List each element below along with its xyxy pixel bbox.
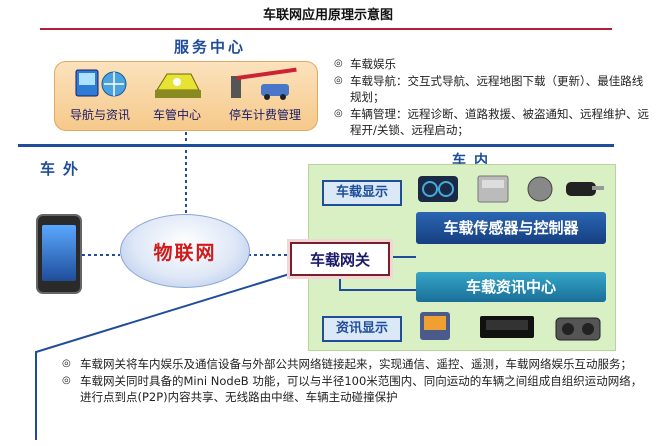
bullet-item: 车辆管理：远程诊断、道路救援、被盗通知、远程维护、远程开/关锁、远程启动； (334, 106, 654, 138)
vehicle-management-icon (155, 73, 201, 98)
note-item: 车载网关将车内娱乐及通信设备与外部公共网络链接起来，实现通信、遥控、遥测，车载网… (58, 356, 648, 372)
device-icons-top (416, 172, 606, 206)
note-item: 车载网关同时具备的Mini NodeB 功能，可以与半径100米范围内、同向运动… (58, 373, 648, 405)
sensor-controller-bar: 车载传感器与控制器 (416, 212, 606, 244)
iot-label: 物联网 (153, 241, 217, 264)
service-item-vehicle-management: 车管中心 (141, 66, 213, 123)
title-divider (40, 28, 612, 30)
bullet-item: 车载导航：交互式导航、远程地图下载（更新）、最佳路线规划； (334, 73, 654, 105)
section-divider (18, 144, 614, 147)
service-center-title: 服务中心 (173, 38, 246, 56)
service-center-box: 导航与资讯 车管中心 停车计费管理 (54, 61, 318, 131)
navigation-info-icon (75, 69, 127, 97)
dashboard-devices-icon (418, 175, 604, 203)
display-box: 车载显示 (322, 180, 402, 206)
outside-label: 车外 (40, 160, 87, 178)
media-devices-icon (420, 312, 601, 341)
phone-screen (42, 225, 76, 281)
service-item-navigation: 导航与资讯 (61, 66, 139, 123)
service-item-label: 导航与资讯 (69, 108, 130, 122)
service-item-label: 停车计费管理 (228, 108, 301, 122)
service-item-label: 车管中心 (152, 108, 201, 122)
bottom-notes: 车载网关将车内娱乐及通信设备与外部公共网络链接起来，实现通信、遥控、遥测，车载网… (58, 356, 648, 406)
smartphone (36, 214, 82, 294)
service-bullets: 车载娱乐 车载导航：交互式导航、远程地图下载（更新）、最佳路线规划； 车辆管理：… (334, 56, 654, 139)
info-display-box: 资讯显示 (322, 316, 402, 342)
info-center-bar: 车载资讯中心 (416, 272, 606, 302)
device-icons-bottom (416, 308, 606, 344)
iot-cloud: 物联网 (120, 214, 250, 288)
bullet-item: 车载娱乐 (334, 56, 654, 72)
vehicle-gateway: 车载网关 (290, 242, 390, 276)
service-item-parking: 停车计费管理 (217, 66, 313, 123)
diagram-title: 车联网应用原理示意图 (262, 8, 393, 23)
parking-billing-icon (231, 67, 297, 100)
